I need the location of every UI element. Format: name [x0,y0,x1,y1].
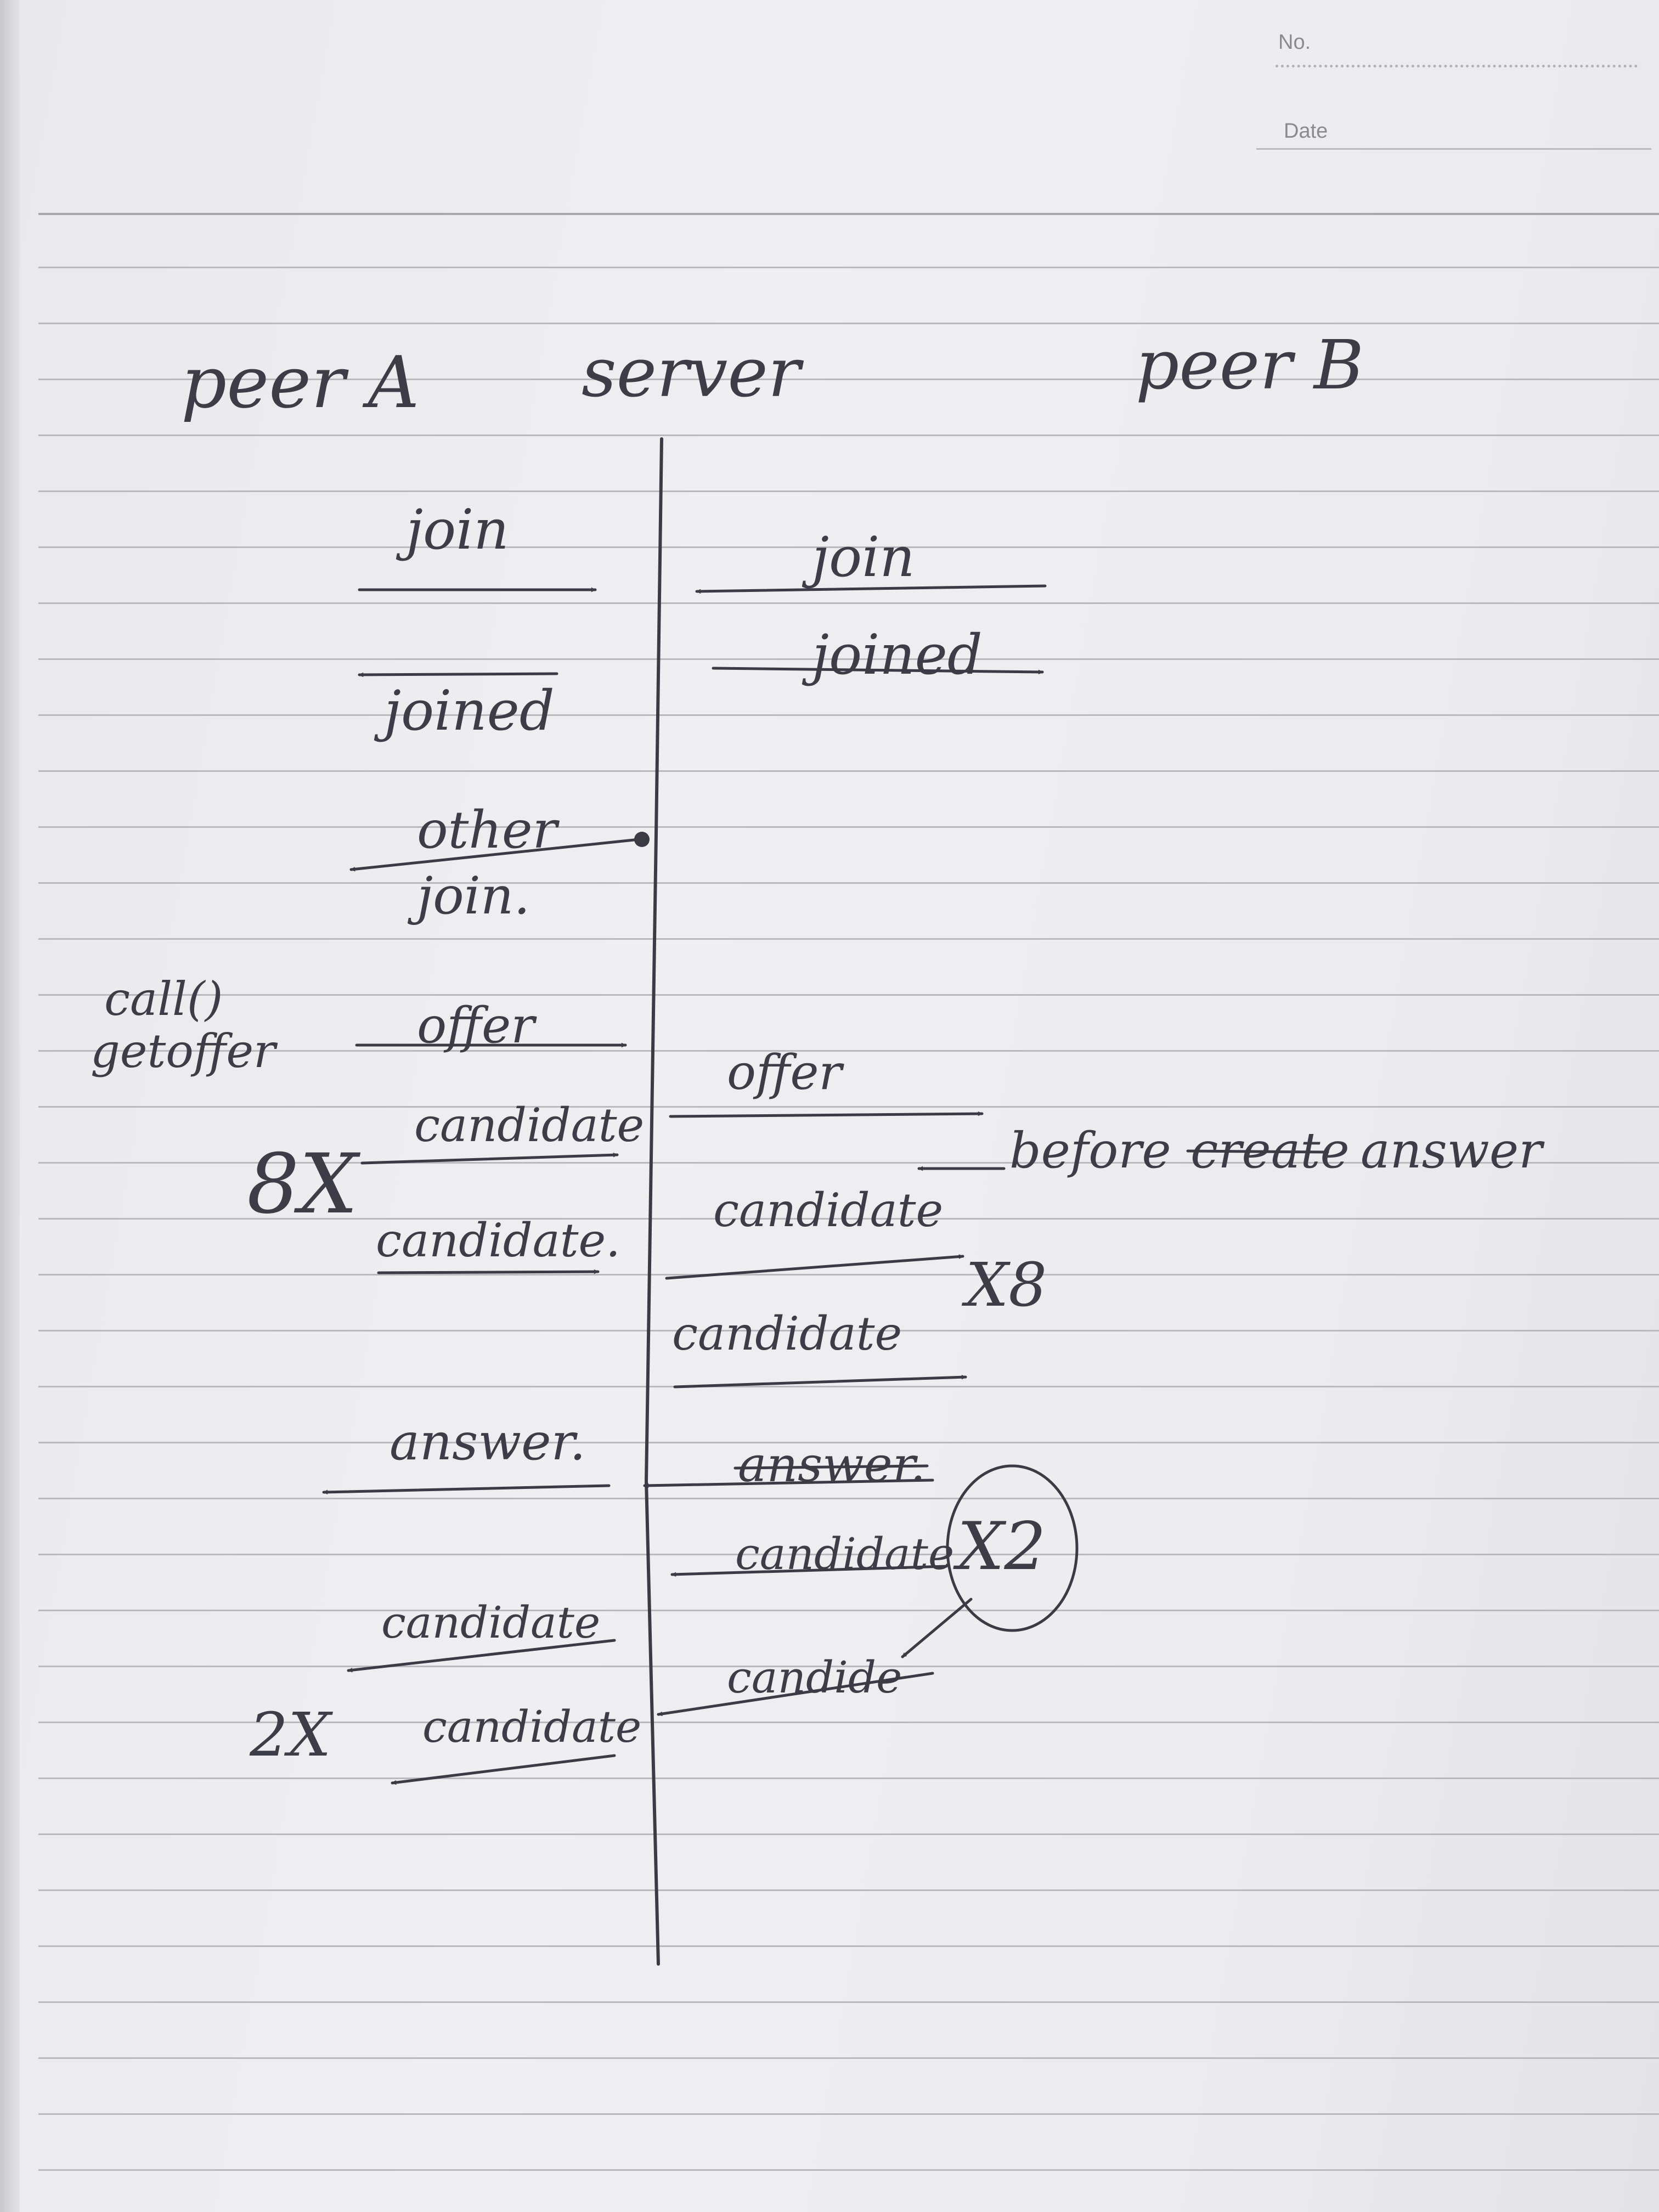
ruled-line [38,1945,1659,1947]
strikethrough [733,1464,929,1470]
msg-other-join-line2: join. [407,866,530,926]
msg-s-candidate-1: candidate [713,1183,943,1237]
msg-b-join: join [802,525,915,589]
arrow-a-candidate-1 [360,1155,619,1165]
arrow-other-join [349,838,641,870]
ruled-line [38,267,1659,268]
ruled-line [38,1722,1659,1723]
ruled-line [38,546,1659,548]
header-no-dotted-line [1276,65,1638,67]
ruled-line [38,379,1659,380]
ruled-line [38,2057,1659,2059]
x2-circle [946,1464,1079,1632]
msg-a-candidate-1: candidate [414,1098,644,1152]
lane-label-server: server [582,334,804,413]
ruled-line [38,1889,1659,1891]
ruled-line [38,1162,1659,1164]
ruled-line [38,1610,1659,1611]
arrow-a-joined [358,672,558,675]
lane-label-peer-b: peer B [1136,326,1364,405]
ruled-line [38,1218,1659,1220]
date-rule [1256,148,1651,150]
note-getoffer: getoffer [91,1024,278,1078]
ruled-line [38,770,1659,772]
ruled-line [38,938,1659,940]
ruled-line [38,1666,1659,1667]
header-date-label: Date [1284,120,1328,143]
ruled-line [38,1050,1659,1052]
ruled-line [38,323,1659,324]
msg-b-joined: joined [802,623,983,687]
ruled-line [38,602,1659,604]
ruled-line [38,2001,1659,2003]
note-answer: answer [1361,1122,1545,1180]
ruled-line [38,2113,1659,2115]
msg-s-offer: offer [727,1044,844,1101]
msg-a-joined: joined [374,679,555,743]
msg-a-join: join [396,498,509,562]
ruled-line [38,826,1659,828]
count-x8: X8 [961,1250,1047,1320]
ruled-line [38,1330,1659,1331]
arrow-a-candidate-2 [377,1272,600,1274]
arrow-s-offer [669,1114,984,1118]
ruled-line [38,882,1659,884]
arrow-b-joined [712,667,1044,672]
lane-label-peer-a: peer A [181,341,419,424]
ruled-line [38,994,1659,996]
note-before: before [1009,1122,1171,1180]
msg-a-candidate-2: candidate. [376,1214,620,1267]
ruled-line [38,1833,1659,1835]
msg-a-answer: answer. [390,1413,586,1471]
ruled-line [38,1106,1659,1108]
header-no-label: No. [1278,31,1311,54]
ruled-line [38,490,1659,492]
count-2x: 2X [249,1700,333,1770]
arrow-x2-pointer [901,1598,973,1658]
server-lifeline [645,437,663,1966]
msg-b-candidate-2: candide [727,1652,902,1703]
note-call: call() [104,972,223,1026]
ruled-line [38,1274,1659,1276]
strikethrough [1186,1149,1329,1154]
header-rule [38,213,1659,215]
msg-a-candidate-3: candidate [381,1597,600,1648]
count-x2: X2 [953,1509,1046,1585]
arrow-b-answer [643,1479,934,1486]
arrow-a-answer [322,1484,611,1492]
arrow-b-candidate-1 [670,1565,948,1575]
msg-a-candidate-4: candidate [422,1701,641,1752]
arrow-b-join [695,584,1047,591]
arrow-a-candidate-3 [347,1639,616,1671]
ruled-line [38,1386,1659,1387]
ruled-line [38,2169,1659,2171]
ruled-line [38,435,1659,436]
arrow-s-candidate-2 [673,1377,967,1389]
ruled-line [38,1778,1659,1779]
ruled-line [38,1498,1659,1499]
ruled-line [38,714,1659,716]
ruled-line [38,1554,1659,1555]
ruled-line [38,658,1659,660]
msg-s-candidate-2: candidate [672,1307,902,1361]
arrow-a-candidate-4 [391,1754,616,1783]
server-event-dot [634,832,650,847]
count-8x: 8X [247,1137,360,1232]
notebook-spine-shadow [0,0,20,2212]
arrow-b-candidate-2 [657,1672,934,1714]
ruled-line [38,1442,1659,1443]
arrow-s-candidate-1 [665,1256,964,1280]
